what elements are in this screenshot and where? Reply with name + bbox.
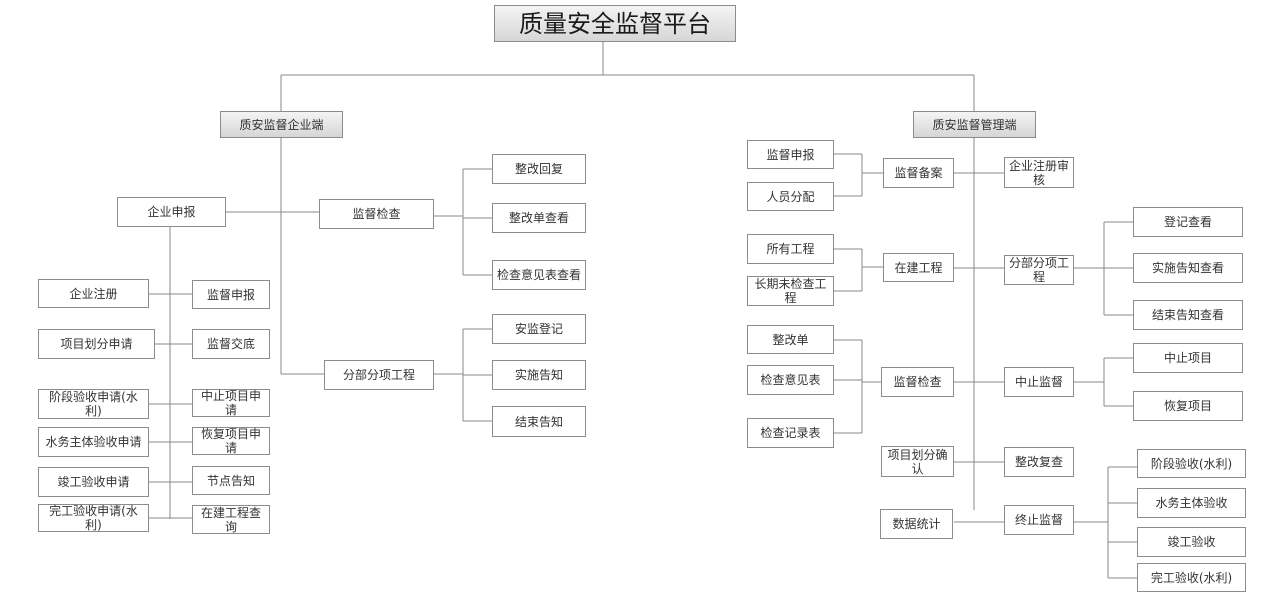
admin-building-item: 长期未检查工程 xyxy=(747,276,834,306)
admin-statistics-node: 数据统计 xyxy=(880,509,953,539)
admin-inspection-node: 监督检查 xyxy=(881,367,954,397)
enterprise-subproject-item: 结束告知 xyxy=(492,406,586,437)
admin-inspection-item: 整改单 xyxy=(747,325,834,354)
enterprise-inspection-item: 整改单查看 xyxy=(492,203,586,233)
admin-subproject-item: 结束告知查看 xyxy=(1133,300,1243,330)
admin-filing-item: 人员分配 xyxy=(747,182,834,211)
enterprise-left-item: 项目划分申请 xyxy=(38,329,155,359)
enterprise-inspection-node: 监督检查 xyxy=(319,199,434,229)
admin-suspend-item: 中止项目 xyxy=(1133,343,1243,373)
enterprise-end-node: 质安监督企业端 xyxy=(220,111,343,138)
enterprise-subproject-node: 分部分项工程 xyxy=(324,360,434,390)
admin-terminate-item: 水务主体验收 xyxy=(1137,488,1246,518)
enterprise-report-node: 企业申报 xyxy=(117,197,226,227)
enterprise-subproject-item: 实施告知 xyxy=(492,360,586,390)
admin-terminate-item: 竣工验收 xyxy=(1137,527,1246,557)
enterprise-left-item: 阶段验收申请(水利) xyxy=(38,389,149,419)
admin-inspection-item: 检查记录表 xyxy=(747,418,834,448)
enterprise-right-item: 监督申报 xyxy=(192,280,270,309)
enterprise-left-item: 水务主体验收申请 xyxy=(38,427,149,457)
enterprise-right-item: 监督交底 xyxy=(192,329,270,359)
admin-suspend-item: 恢复项目 xyxy=(1133,391,1243,421)
admin-building-node: 在建工程 xyxy=(883,253,954,282)
admin-inspection-item: 检查意见表 xyxy=(747,365,834,395)
admin-end-node: 质安监督管理端 xyxy=(913,111,1036,138)
enterprise-right-item: 恢复项目申请 xyxy=(192,427,270,455)
admin-terminate-item: 完工验收(水利) xyxy=(1137,563,1246,592)
admin-recheck-node: 整改复查 xyxy=(1004,447,1074,477)
admin-registration-review-node: 企业注册审核 xyxy=(1004,157,1074,188)
enterprise-inspection-item: 整改回复 xyxy=(492,154,586,184)
enterprise-right-item: 节点告知 xyxy=(192,466,270,495)
admin-building-item: 所有工程 xyxy=(747,234,834,264)
enterprise-subproject-item: 安监登记 xyxy=(492,314,586,344)
enterprise-left-item: 竣工验收申请 xyxy=(38,467,149,497)
admin-filing-item: 监督申报 xyxy=(747,140,834,169)
enterprise-right-item: 中止项目申请 xyxy=(192,389,270,417)
admin-division-confirm-node: 项目划分确认 xyxy=(881,446,954,477)
admin-terminate-item: 阶段验收(水利) xyxy=(1137,449,1246,478)
admin-subproject-item: 登记查看 xyxy=(1133,207,1243,237)
platform-title-node: 质量安全监督平台 xyxy=(494,5,736,42)
admin-subproject-node: 分部分项工程 xyxy=(1004,255,1074,285)
enterprise-inspection-item: 检查意见表查看 xyxy=(492,260,586,290)
admin-subproject-item: 实施告知查看 xyxy=(1133,253,1243,283)
enterprise-left-item: 完工验收申请(水利) xyxy=(38,504,149,532)
admin-terminate-node: 终止监督 xyxy=(1004,505,1074,535)
enterprise-left-item: 企业注册 xyxy=(38,279,149,308)
admin-suspend-node: 中止监督 xyxy=(1004,367,1074,397)
enterprise-right-item: 在建工程查询 xyxy=(192,505,270,534)
admin-filing-node: 监督备案 xyxy=(883,158,954,188)
